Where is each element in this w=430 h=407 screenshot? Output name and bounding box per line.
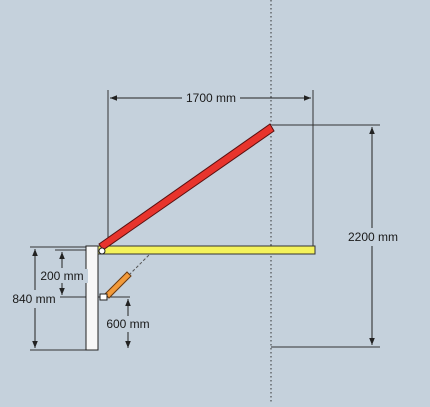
diagonal-arm — [98, 123, 275, 251]
top-pivot — [98, 247, 106, 255]
extension-lines — [30, 90, 380, 351]
dim-label-1700: 1700 mm — [186, 91, 236, 105]
dim-label-840: 840 mm — [12, 292, 55, 306]
dim-label-2200: 2200 mm — [348, 230, 398, 244]
horizontal-beam — [97, 245, 316, 255]
dimension-lines — [32, 95, 375, 348]
wall-post — [85, 245, 99, 351]
dim-label-200: 200 mm — [40, 269, 83, 283]
strut-mount — [99, 293, 108, 301]
dim-label-600: 600 mm — [106, 317, 149, 331]
support-strut — [104, 271, 132, 299]
